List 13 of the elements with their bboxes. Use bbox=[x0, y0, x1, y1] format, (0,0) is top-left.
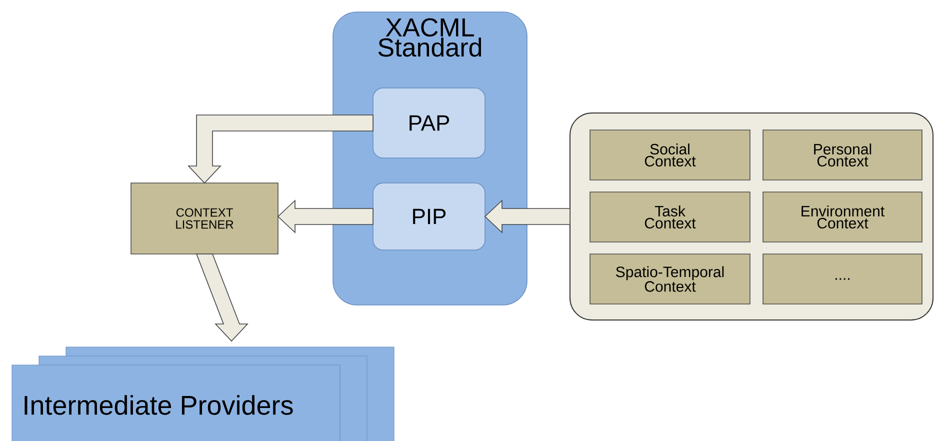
context-box: Spatio-Temporal Context bbox=[590, 254, 750, 304]
context-box: Personal Context bbox=[762, 130, 922, 180]
block-arrow bbox=[188, 114, 374, 184]
provider-stack: Intermediate Providers bbox=[12, 346, 394, 441]
block-arrow bbox=[484, 200, 570, 234]
block-arrow bbox=[277, 200, 374, 234]
component-box: PAP bbox=[372, 88, 486, 158]
listener-box: CONTEXT LISTENER bbox=[130, 182, 278, 254]
context-box: .... bbox=[762, 254, 922, 304]
context-box: Social Context bbox=[590, 130, 750, 180]
context-box: Task Context bbox=[590, 192, 750, 242]
context-box: Environment Context bbox=[762, 192, 922, 242]
component-box: PIP bbox=[372, 182, 486, 250]
